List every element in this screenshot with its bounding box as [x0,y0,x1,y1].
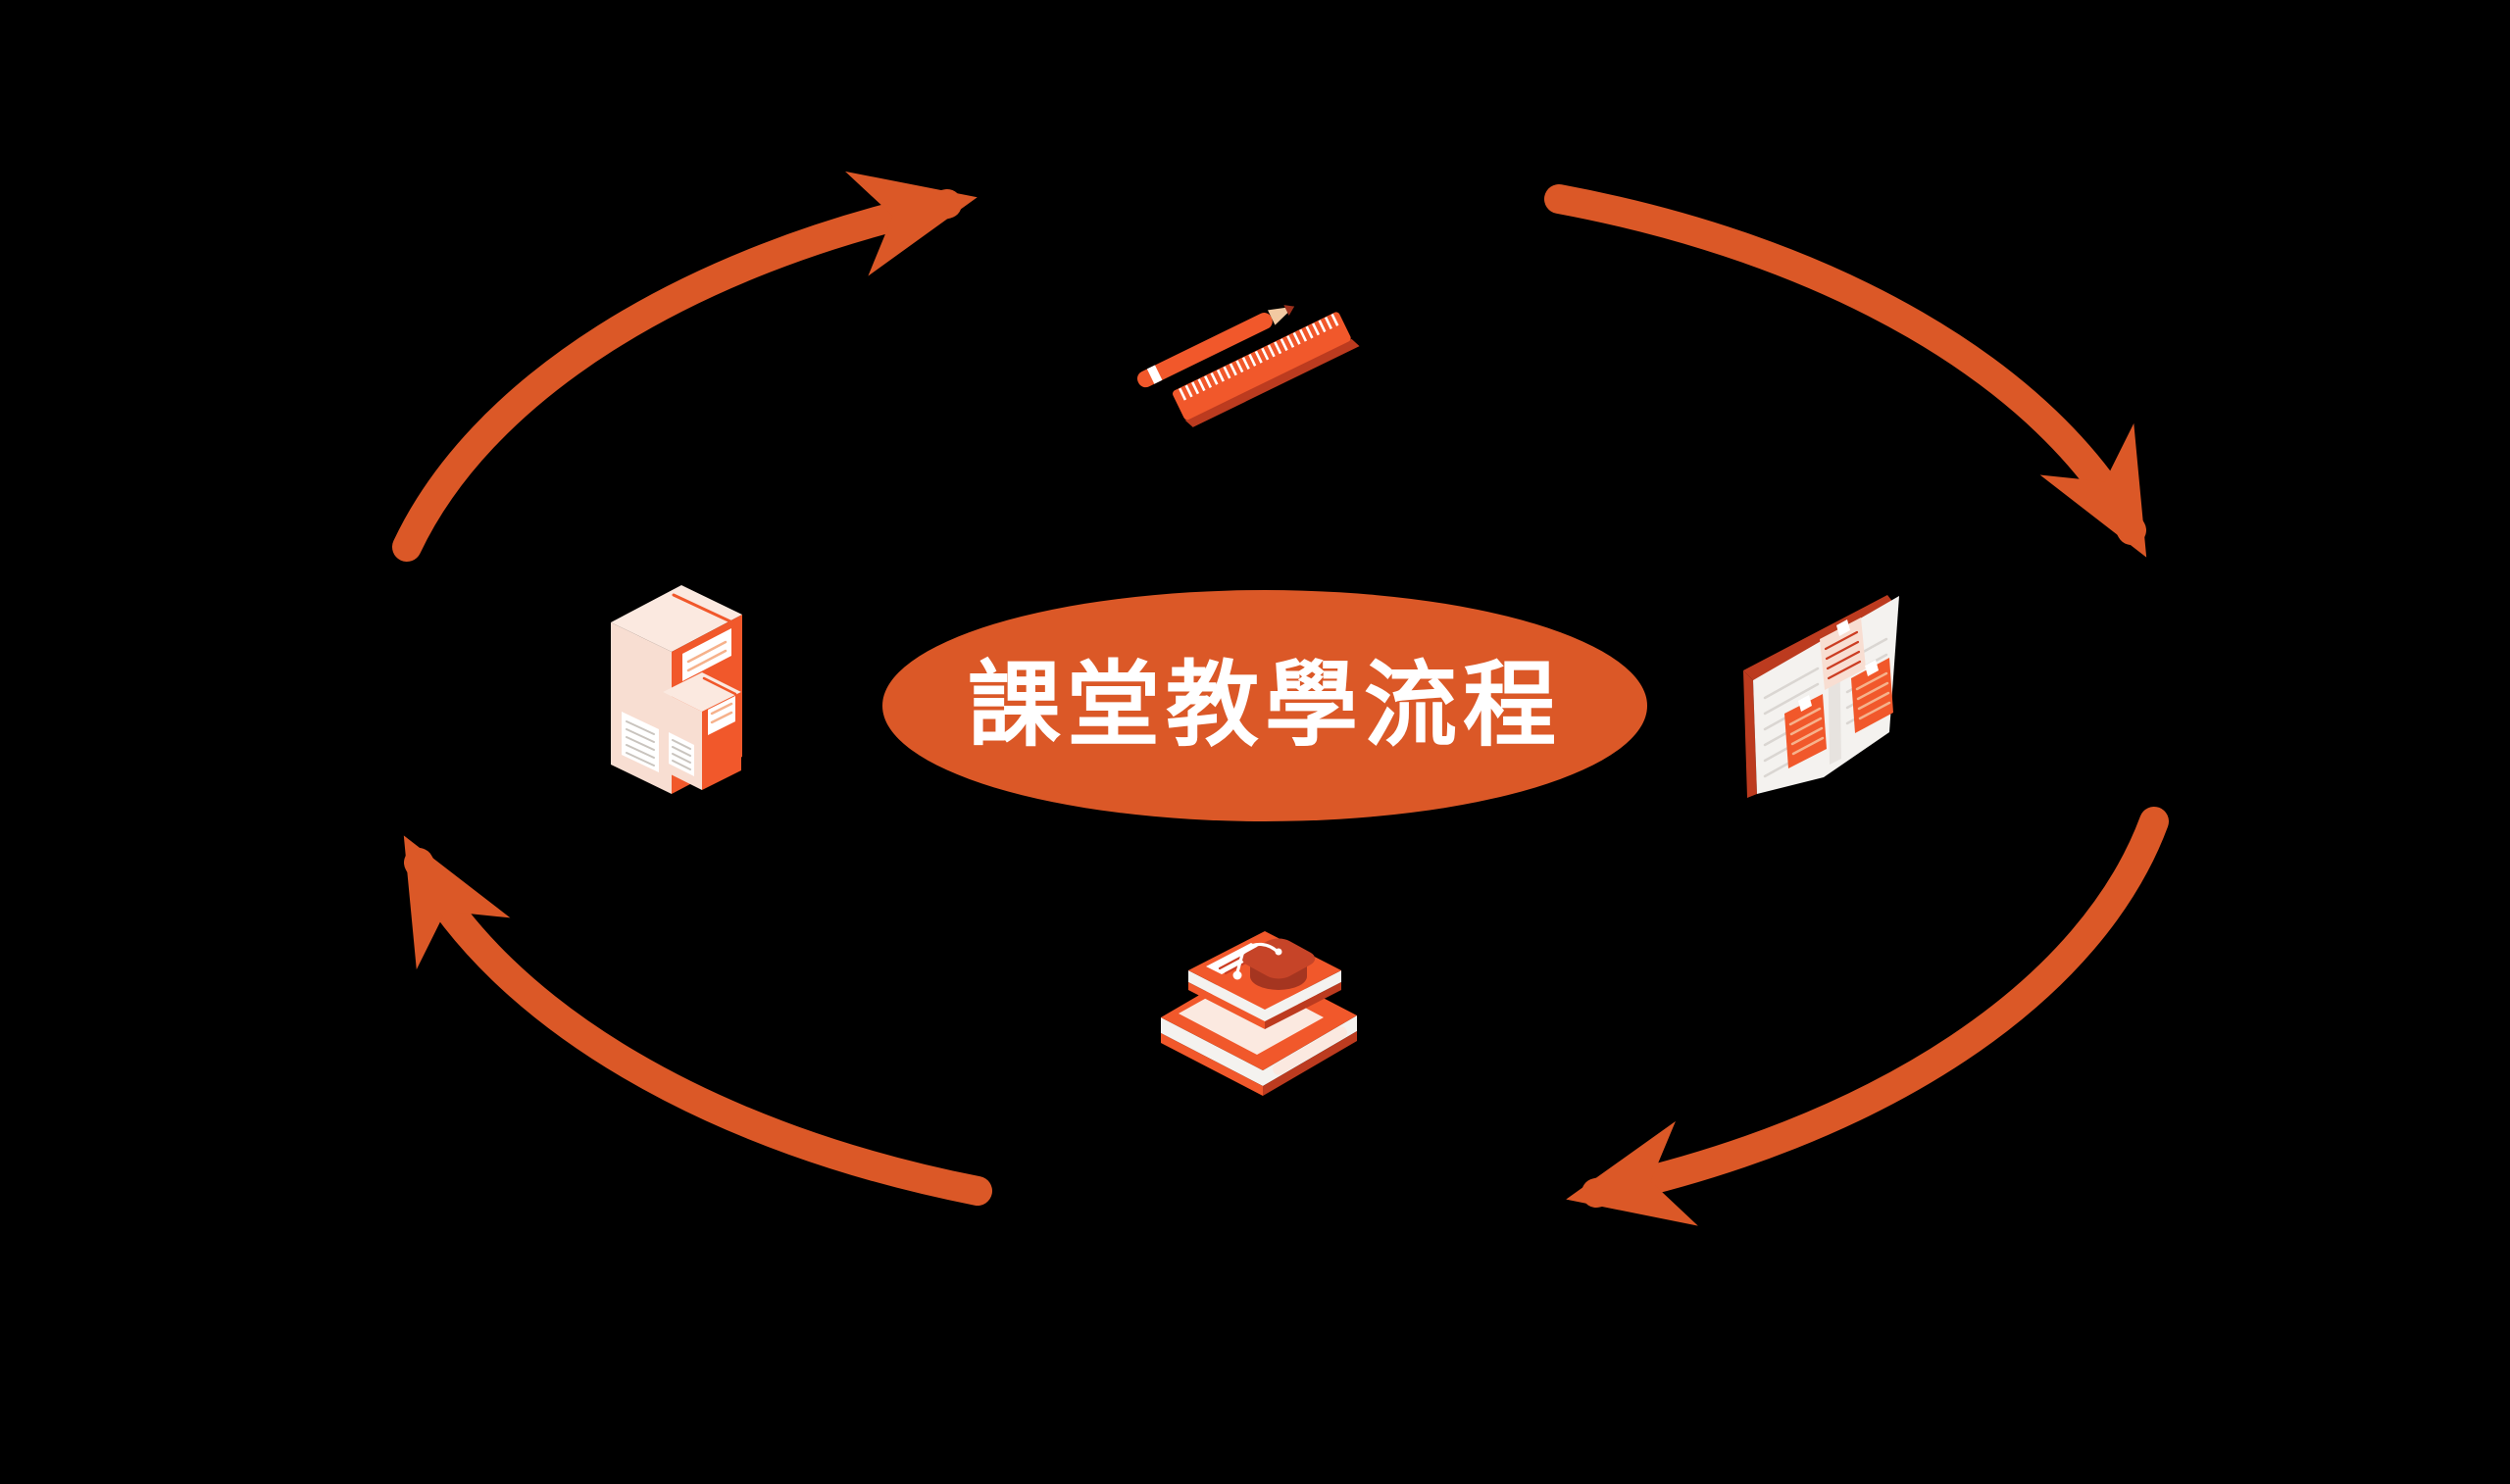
spine-label-lines [626,720,655,767]
cover-front-left [1188,982,1265,1029]
pencil-and-ruler-icon [1136,305,1360,427]
pencil-body [1136,313,1273,388]
ruler-tick-marks [1179,313,1339,401]
arrow-bottom-to-left [403,835,992,1206]
book-stack-graduation-cap-icon [1161,931,1357,1096]
cap-tassel-bead [1232,970,1242,980]
pages-front-left [1188,970,1265,1021]
ruler-side-edge [1184,338,1360,427]
orange-note-lines [1788,707,1825,756]
arrow-right-to-bottom [1566,807,2169,1226]
cover-label-lines [710,702,733,724]
orange-sticky-note-left [1784,694,1827,768]
badge-ellipse [882,590,1647,821]
pink-sticky-note [1820,618,1866,690]
book-cover-top-edge [1743,595,1894,680]
orange-note-lines [1855,671,1891,720]
short-book [663,672,741,790]
orange-sticky-note-right [1851,658,1893,733]
pencil-lead [1283,305,1295,316]
tape-tab [1865,660,1879,676]
cover-label-lines [686,640,728,672]
ruler [1173,312,1360,427]
arrow-left-to-top [392,171,978,562]
tape-tab [1836,619,1850,636]
spine-label-lines [672,739,691,770]
pencil-band [1146,365,1163,384]
cap-button [1275,948,1282,956]
page-label-stripe [1273,1026,1347,1075]
cover-front-left [1161,1033,1263,1096]
top-face [611,585,742,652]
pages-front-left [1161,1017,1263,1086]
pencil [1136,305,1295,388]
graduation-cap [1232,938,1316,990]
cap-tassel-cord [1235,942,1280,974]
cover-front-right [1265,982,1341,1029]
tape-tab [1798,695,1812,712]
cap-board [1241,938,1316,979]
arrow-top-to-right [1544,184,2147,558]
open-book-with-notes-icon [1743,595,1899,798]
top-face-pinstripe [672,593,734,624]
cycle-arrows [392,171,2169,1226]
book-cover-left-edge [1743,670,1757,798]
pink-note-lines [1824,630,1862,680]
standing-books-icon [611,585,742,794]
center-badge: 課堂教學流程 [882,590,1647,821]
diagram-title: 課堂教學流程 [968,652,1562,760]
pages-front-right [1265,970,1341,1021]
spine-label [622,712,659,772]
spine-label [669,732,694,776]
top-face-pinstripe [702,676,737,696]
cover-front-right [1263,1031,1357,1096]
spine-face [611,622,672,794]
